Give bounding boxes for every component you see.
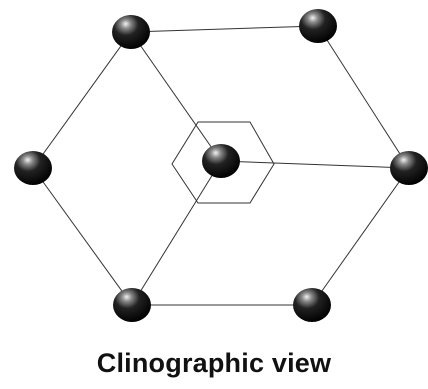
- atom-bottom-left: [113, 288, 151, 322]
- atoms: [14, 9, 428, 322]
- figure-caption: Clinographic view: [96, 348, 332, 378]
- edge-upper-left: [32, 31, 132, 169]
- bond-lines: [32, 25, 410, 306]
- atom-bottom-right: [293, 288, 331, 322]
- atom-right: [390, 151, 428, 185]
- edge-lower-right: [311, 167, 410, 306]
- atom-left: [14, 151, 52, 185]
- atom-center: [202, 144, 240, 178]
- crystal-structure-diagram: [14, 9, 428, 322]
- atom-top-left: [112, 15, 150, 49]
- spoke-to-right: [220, 160, 410, 169]
- edge-upper-right: [317, 25, 410, 169]
- edge-lower-left: [32, 167, 133, 306]
- center-hexagon: [171, 121, 275, 204]
- atom-top-right: [299, 9, 337, 43]
- spoke-to-bottom-left: [131, 160, 222, 306]
- edge-top: [130, 25, 319, 33]
- spoke-to-top-left: [130, 31, 222, 162]
